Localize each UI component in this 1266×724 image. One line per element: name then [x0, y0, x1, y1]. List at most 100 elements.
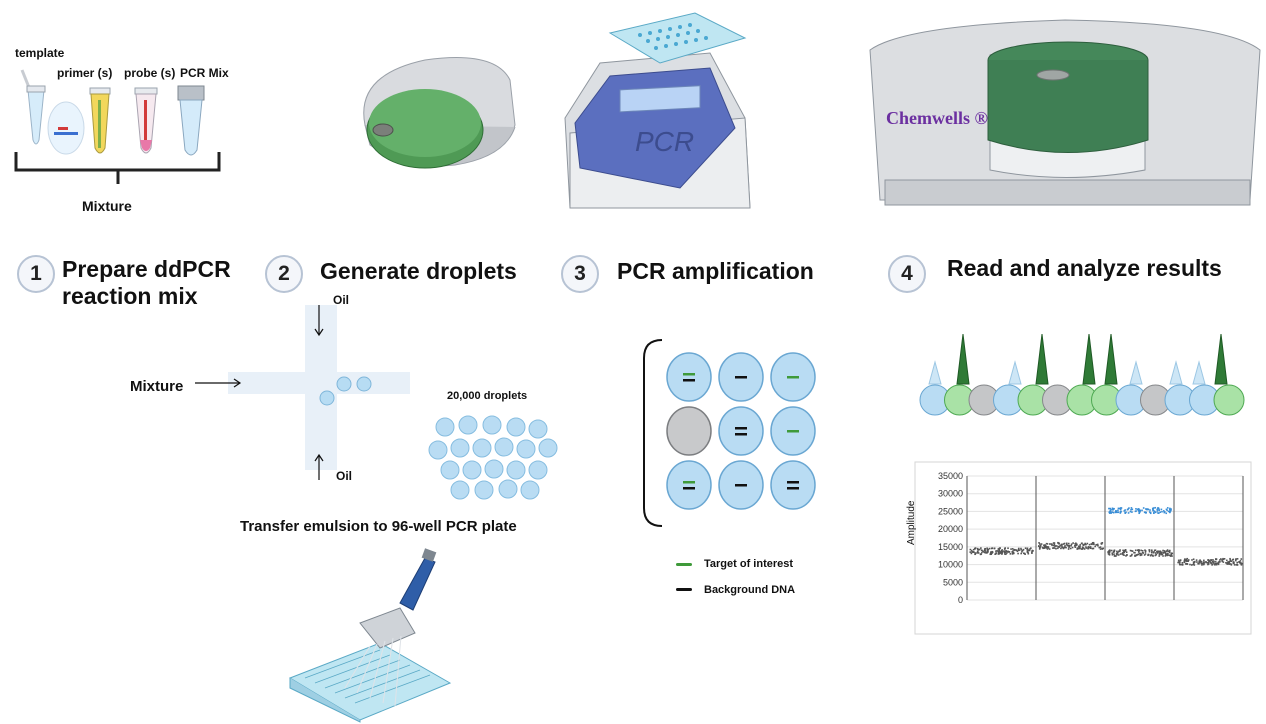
negative-droplet-point — [1197, 562, 1199, 565]
negative-droplet-point — [1166, 554, 1168, 556]
negative-droplet-point — [1070, 544, 1072, 547]
negative-droplet-point — [1001, 552, 1004, 554]
negative-droplet-point — [1219, 559, 1221, 561]
positive-droplet-point — [1151, 507, 1154, 510]
negative-droplet-point — [1158, 553, 1161, 556]
negative-droplet-point — [1044, 546, 1046, 549]
positive-droplet-point — [1115, 509, 1117, 512]
negative-droplet-point — [1211, 560, 1214, 563]
negative-droplet-point — [1108, 551, 1111, 554]
negative-droplet-point — [1067, 548, 1070, 550]
droplet-chip-illustration — [195, 305, 410, 480]
negative-droplet-point — [1147, 553, 1150, 556]
positive-droplet-point — [1109, 511, 1112, 513]
negative-droplet-point — [1165, 553, 1167, 556]
negative-droplet-point — [1067, 542, 1070, 545]
negative-droplet-point — [1226, 559, 1228, 562]
background-signal-peak — [1192, 360, 1206, 385]
negative-droplet-point — [1026, 548, 1028, 551]
negative-droplet-point — [1181, 563, 1184, 566]
negative-droplet-point — [1086, 542, 1089, 545]
negative-droplet-point — [983, 551, 986, 554]
negative-droplet-point — [1043, 544, 1045, 547]
background-mark — [735, 433, 747, 436]
positive-droplet-point — [1112, 508, 1114, 511]
negative-droplet-point — [1160, 552, 1163, 555]
negative-droplet-point — [1202, 563, 1205, 566]
negative-droplet-point — [1180, 563, 1182, 566]
negative-droplet-point — [1228, 560, 1231, 563]
negative-droplet-point — [1040, 543, 1043, 545]
negative-droplet-point — [1158, 555, 1161, 557]
negative-droplet-point — [1156, 550, 1158, 553]
droplet-icon — [520, 480, 540, 500]
positive-droplet-point — [1124, 509, 1126, 511]
negative-droplet-point — [1085, 547, 1088, 549]
pcr-droplet — [666, 406, 712, 456]
step-1-title-line1: Prepare ddPCR — [62, 256, 231, 282]
negative-droplet-point — [1153, 551, 1155, 553]
positive-droplet-point — [1116, 511, 1118, 514]
negative-droplet-point — [1045, 542, 1048, 545]
negative-droplet-point — [983, 549, 986, 552]
negative-droplet-point — [1143, 554, 1146, 556]
droplet-reader-illustration — [869, 19, 1261, 206]
pcr-mix-tube-icon — [177, 85, 205, 156]
positive-droplet-point — [1119, 507, 1122, 509]
negative-droplet-point — [1038, 545, 1040, 548]
negative-droplet-point — [973, 551, 975, 553]
positive-droplet-point — [1149, 511, 1152, 514]
negative-droplet-point — [1192, 563, 1195, 566]
positive-droplet-point — [1135, 508, 1137, 510]
negative-droplet-point — [979, 553, 982, 556]
negative-droplet-point — [1148, 550, 1151, 553]
negative-droplet-point — [1229, 563, 1232, 565]
negative-droplet-point — [1031, 549, 1034, 552]
negative-droplet-point — [1112, 550, 1115, 553]
negative-droplet-point — [1240, 558, 1243, 560]
reagent-tubes-illustration — [14, 69, 221, 184]
negative-droplet-point — [1045, 546, 1048, 548]
negative-droplet-point — [1038, 542, 1040, 544]
negative-droplet-point — [1039, 544, 1042, 547]
positive-droplet-point — [1109, 507, 1112, 510]
negative-droplet-point — [1113, 549, 1116, 552]
positive-droplet-point — [1169, 511, 1171, 514]
negative-droplet-point — [1090, 543, 1093, 545]
positive-droplet-point — [1128, 507, 1130, 509]
negative-droplet-point — [1240, 564, 1243, 566]
negative-droplet-point — [1177, 559, 1180, 562]
background-mark — [787, 487, 799, 490]
background-mark — [683, 379, 695, 382]
positive-droplet-point — [1158, 508, 1160, 510]
negative-droplet-point — [1053, 542, 1056, 544]
template-label: template — [15, 46, 65, 60]
pcr-screen-text: PCR — [635, 126, 694, 157]
negative-droplet-point — [1187, 559, 1190, 561]
positive-droplet-point — [1117, 509, 1119, 512]
negative-droplet-point — [1199, 559, 1201, 561]
negative-droplet-point — [1181, 562, 1184, 564]
negative-droplet-point — [977, 549, 980, 551]
negative-droplet-point — [1021, 549, 1024, 552]
target-mark — [683, 481, 695, 484]
positive-droplet-point — [1130, 508, 1132, 511]
negative-droplet-point — [1160, 553, 1162, 556]
positive-droplet-point — [1125, 511, 1127, 514]
well-4-points — [1177, 557, 1243, 566]
negative-droplet-point — [1065, 543, 1068, 546]
negative-droplet-point — [1118, 550, 1120, 553]
target-mark — [683, 373, 695, 376]
legend-background-label: Background DNA — [704, 584, 796, 596]
negative-droplet-point — [1057, 541, 1059, 544]
negative-droplet-point — [1150, 549, 1153, 552]
negative-droplet-point — [1186, 560, 1188, 562]
negative-droplet-point — [974, 547, 976, 550]
negative-droplet-point — [1123, 551, 1125, 554]
negative-droplet-point — [1013, 548, 1016, 551]
negative-droplet-point — [1007, 547, 1009, 550]
negative-droplet-point — [1066, 544, 1069, 547]
negative-droplet-point — [1206, 561, 1209, 564]
negative-droplet-point — [1101, 547, 1103, 550]
